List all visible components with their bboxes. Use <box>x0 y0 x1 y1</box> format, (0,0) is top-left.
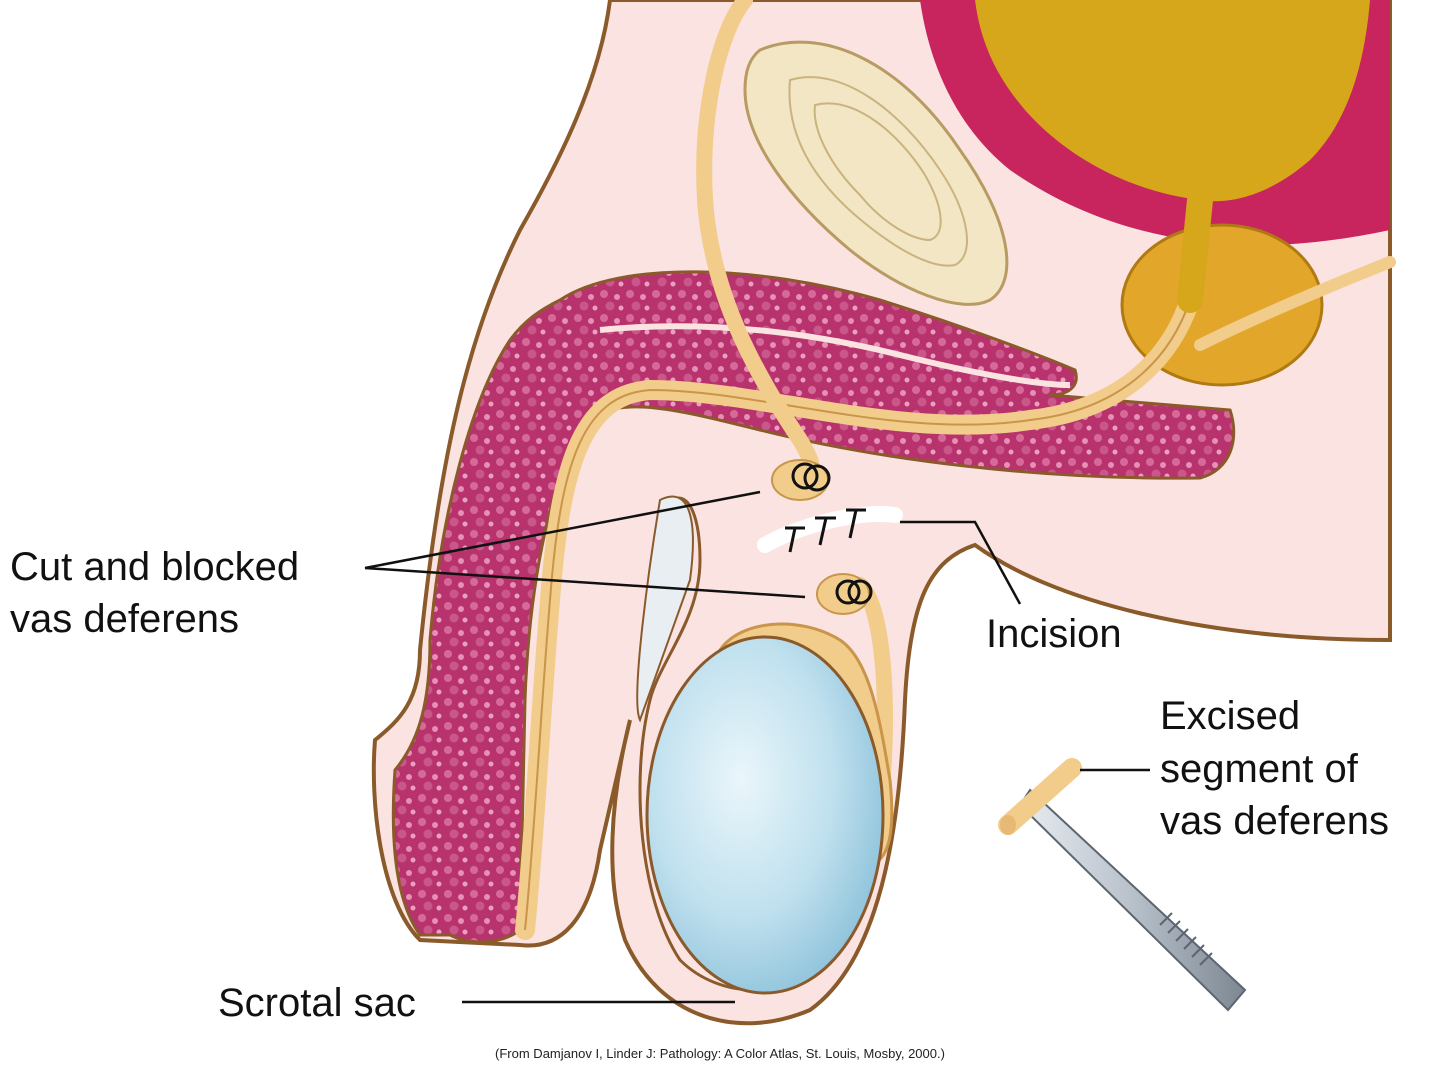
corpus-spongiosum <box>599 323 1071 388</box>
tied-vas-end-lower <box>816 573 873 615</box>
leader-lines <box>364 490 1150 1004</box>
tied-vas-end-upper <box>771 459 831 501</box>
testis <box>645 635 885 995</box>
label-excised-line1: Excised <box>1160 694 1300 738</box>
label-cut-blocked-line1: Cut and blocked <box>10 545 299 589</box>
excised-vas-segment <box>998 758 1082 835</box>
label-excised-line2: segment of <box>1160 747 1359 791</box>
label-incision: Incision <box>986 612 1122 656</box>
label-scrotal-sac: Scrotal sac <box>218 981 416 1025</box>
source-credit: (From Damjanov I, Linder J: Pathology: A… <box>495 1046 945 1061</box>
label-excised-line3: vas deferens <box>1160 799 1389 843</box>
label-cut-blocked-line2: vas deferens <box>10 597 239 641</box>
vas-deferens-upper <box>696 0 821 488</box>
bladder-urine <box>975 0 1370 202</box>
incision-stitches <box>757 506 903 553</box>
pubic-bone <box>743 40 1009 306</box>
